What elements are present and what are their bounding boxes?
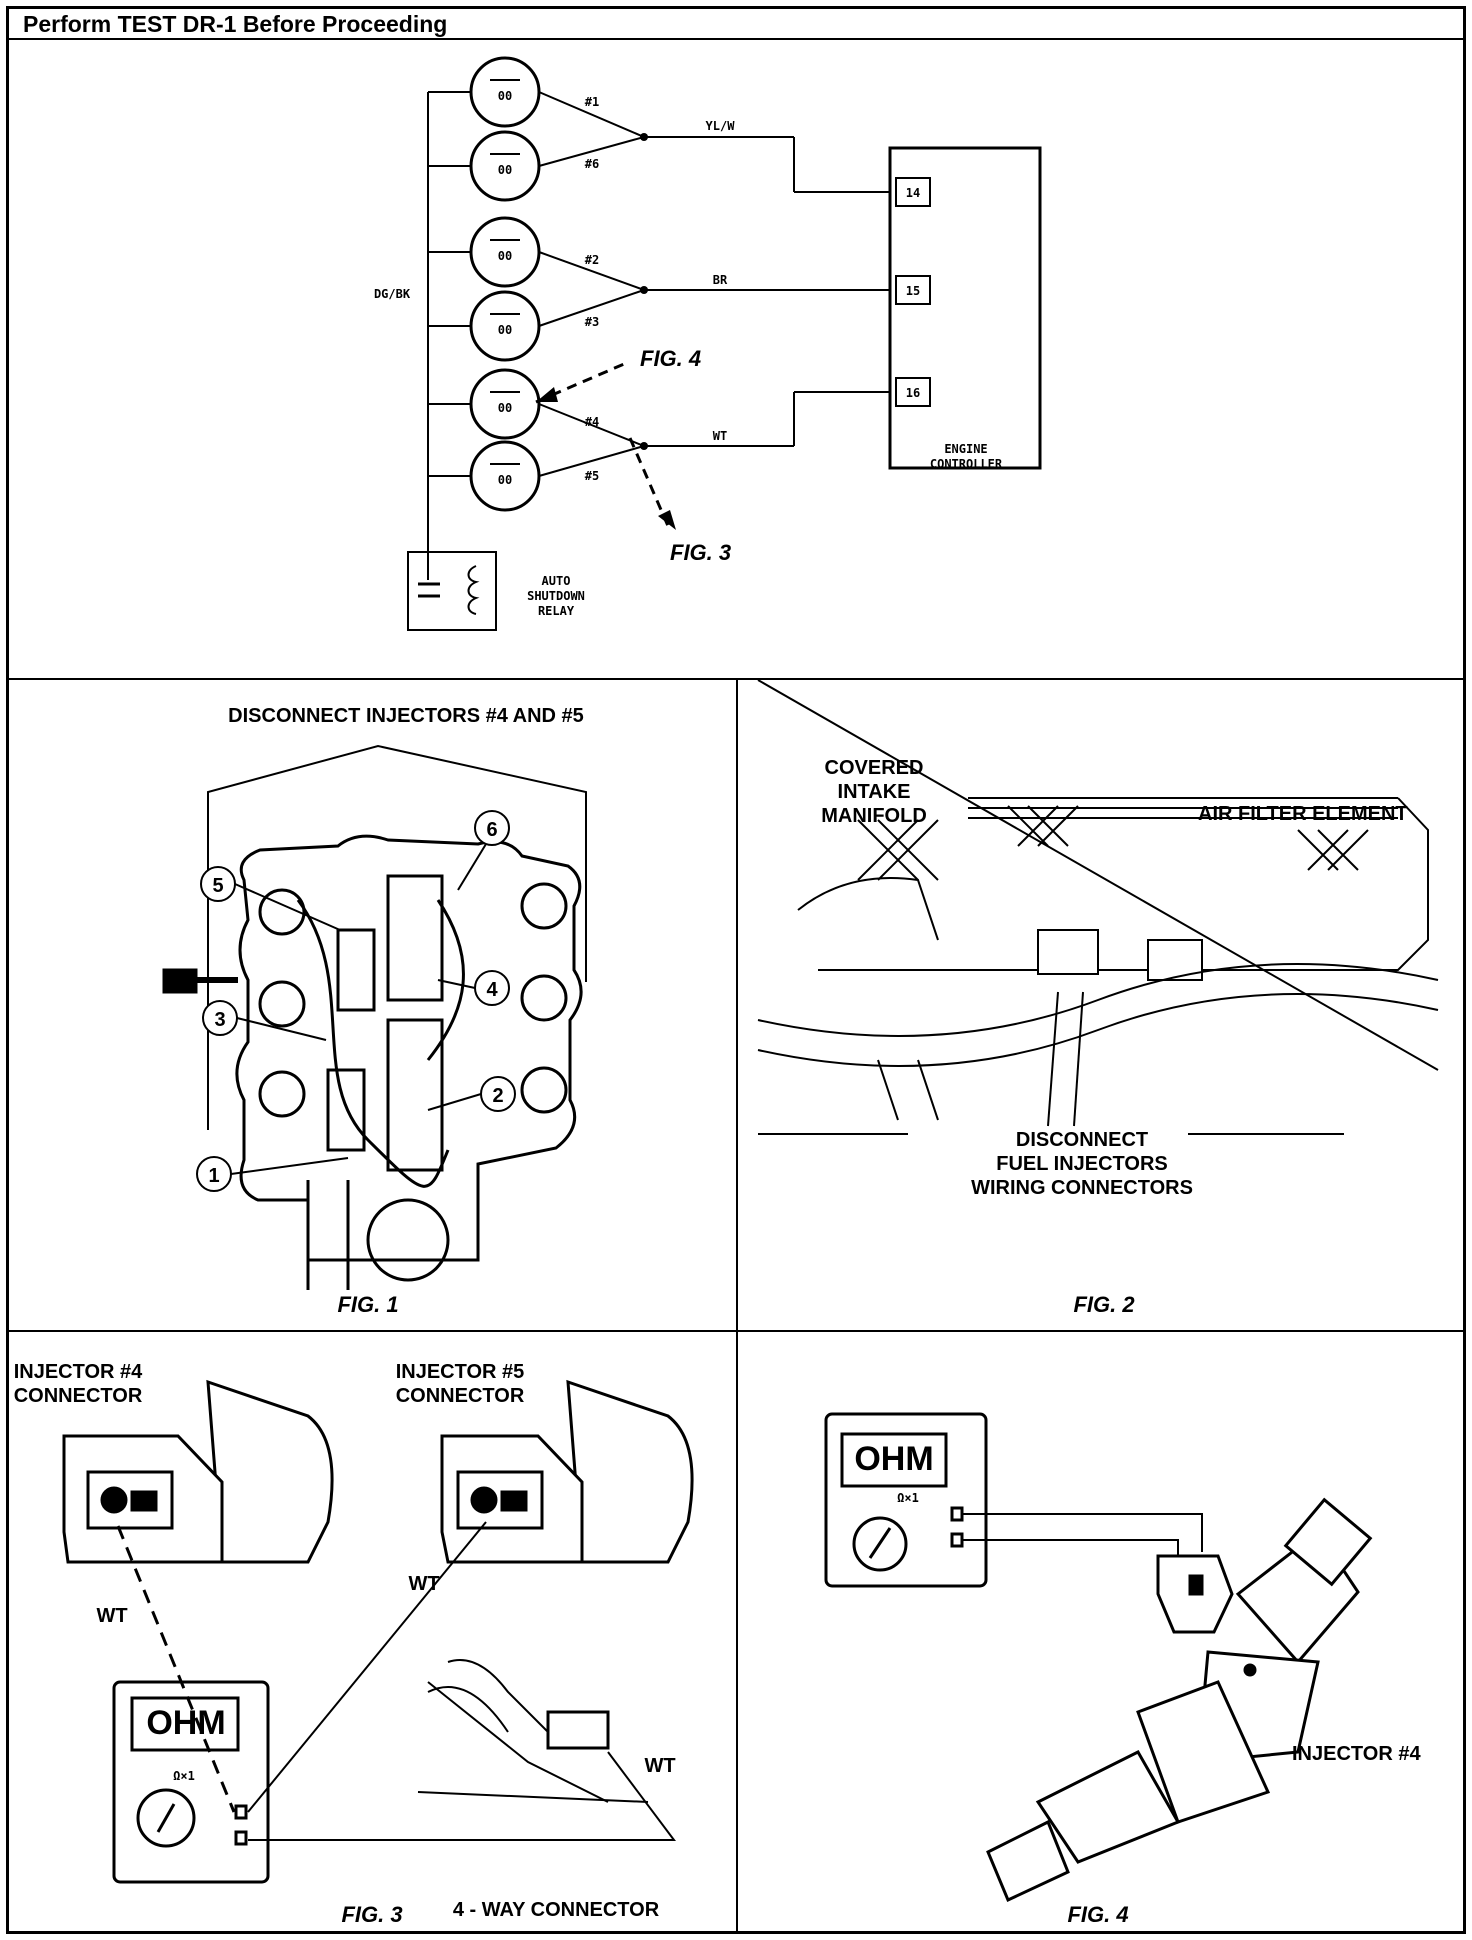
injector-6-label: #6 xyxy=(585,157,599,171)
injector-5-label: #5 xyxy=(585,469,599,483)
pin-16: 16 xyxy=(906,386,920,400)
injector-5-glyph: 00 xyxy=(498,473,512,487)
fig4-caption: FIG. 4 xyxy=(1067,1902,1128,1927)
injector-1-symbol: 00 xyxy=(469,56,541,128)
injector-4-label: INJECTOR #4 xyxy=(1292,1743,1421,1765)
callout-2: 2 xyxy=(492,1085,503,1107)
covered-label-2: INTAKE xyxy=(838,781,911,803)
inj4-connector-label-2: CONNECTOR xyxy=(14,1385,143,1407)
fig1-panel: DISCONNECT INJECTORS #4 AND #5 xyxy=(6,678,738,1332)
fig3-reference: FIG. 3 xyxy=(670,540,731,565)
page-title: Perform TEST DR-1 Before Proceeding xyxy=(23,11,448,37)
inj5-connector-drawing xyxy=(440,1379,694,1564)
injector-3-glyph: 00 xyxy=(498,323,512,337)
disconnect-label-1: DISCONNECT xyxy=(1016,1129,1148,1151)
fig4-reference: FIG. 4 xyxy=(640,346,701,371)
wiring-schematic-panel: 00 00 00 00 00 00 xyxy=(6,38,1466,680)
injector-3-label: #3 xyxy=(585,315,599,329)
injector-1-label: #1 xyxy=(585,95,599,109)
injector-4-label: #4 xyxy=(585,415,599,429)
covered-label-3: MANIFOLD xyxy=(821,805,927,827)
injector-6-symbol: 00 xyxy=(469,130,541,202)
controller-label-2: CONTROLLER xyxy=(930,457,1003,471)
fig2-panel: COVERED INTAKE MANIFOLD AIR FILTER ELEME… xyxy=(736,678,1466,1332)
engine-top-illustration xyxy=(162,834,583,1290)
disconnect-label-2: FUEL INJECTORS xyxy=(996,1153,1168,1175)
inj5-connector-label-1: INJECTOR #5 xyxy=(396,1361,525,1383)
callout-4: 4 xyxy=(486,979,498,1001)
injector-4-drawing xyxy=(986,1497,1373,1903)
callout-3: 3 xyxy=(214,1009,225,1031)
four-way-connector-label: 4 - WAY CONNECTOR xyxy=(453,1899,660,1921)
wire-yl-w: YL/W xyxy=(706,119,736,133)
inj4-connector-drawing xyxy=(62,1379,334,1564)
air-filter-label: AIR FILTER ELEMENT xyxy=(1198,803,1408,825)
injector-2-symbol: 00 xyxy=(469,216,541,288)
fig1-caption: FIG. 1 xyxy=(337,1292,398,1317)
fig3-meter-display: OHM xyxy=(146,1704,225,1742)
fig3-caption: FIG. 3 xyxy=(341,1902,402,1927)
wire-wt: WT xyxy=(713,429,727,443)
relay-label-1: AUTO xyxy=(542,574,571,588)
callout-5: 5 xyxy=(212,875,223,897)
controller-label-1: ENGINE xyxy=(944,442,987,456)
covered-label-1: COVERED xyxy=(825,757,924,779)
wt-label-c: WT xyxy=(644,1755,675,1777)
injector-1-glyph: 00 xyxy=(498,89,512,103)
injector-3-symbol: 00 xyxy=(469,290,541,362)
injector-4-symbol: 00 xyxy=(469,368,541,440)
ground-wire-label: DG/BK xyxy=(374,287,411,301)
auto-shutdown-relay xyxy=(407,551,497,631)
fig2-caption: FIG. 2 xyxy=(1073,1292,1135,1317)
inj5-connector-label-2: CONNECTOR xyxy=(396,1385,525,1407)
fig4-meter-range: Ω×1 xyxy=(897,1491,919,1505)
fig1-title: DISCONNECT INJECTORS #4 AND #5 xyxy=(228,705,584,727)
wiring-schematic: 00 00 00 00 00 00 xyxy=(374,56,1042,631)
fig3-panel: INJECTOR #4 CONNECTOR INJECTOR #5 CONNEC… xyxy=(6,1330,738,1934)
callout-1: 1 xyxy=(208,1165,219,1187)
disconnect-label-3: WIRING CONNECTORS xyxy=(971,1177,1193,1199)
relay-label-2: SHUTDOWN xyxy=(527,589,585,603)
page-header: Perform TEST DR-1 Before Proceeding xyxy=(6,6,1466,40)
pin-14: 14 xyxy=(906,186,920,200)
pin-15: 15 xyxy=(906,284,920,298)
air-filter-illustration xyxy=(757,680,1439,1121)
wire-br: BR xyxy=(713,273,728,287)
ohm-meter-fig3 xyxy=(112,1680,270,1884)
injector-5-symbol: 00 xyxy=(469,440,541,512)
callout-6: 6 xyxy=(486,819,497,841)
relay-label-3: RELAY xyxy=(538,604,575,618)
injector-2-glyph: 00 xyxy=(498,249,512,263)
wt-label-a: WT xyxy=(96,1605,127,1627)
fig3-meter-range: Ω×1 xyxy=(173,1769,195,1783)
injector-6-glyph: 00 xyxy=(498,163,512,177)
fig4-panel: OHM Ω×1 INJECTOR #4 FIG. 4 xyxy=(736,1330,1466,1934)
four-way-connector-drawing xyxy=(417,1659,649,1803)
inj4-connector-label-1: INJECTOR #4 xyxy=(14,1361,143,1383)
ohm-meter-fig4 xyxy=(824,1412,988,1588)
injector-2-label: #2 xyxy=(585,253,599,267)
fig4-meter-display: OHM xyxy=(854,1440,933,1478)
injector-4-glyph: 00 xyxy=(498,401,512,415)
